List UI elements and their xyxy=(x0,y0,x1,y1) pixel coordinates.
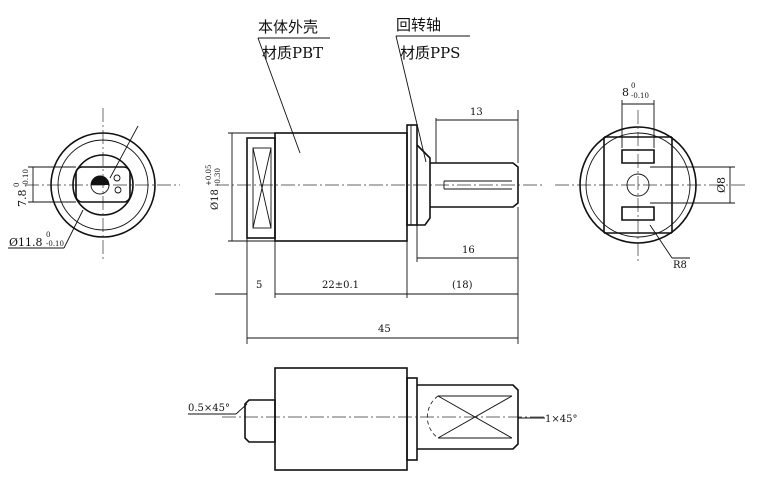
dimension-dia-11.8: Ø11.8 0 -0.10 xyxy=(9,231,64,249)
dim-7.8-lower: -0.10 xyxy=(22,169,30,187)
housing-callout: 本体外壳 材质PBT xyxy=(257,18,330,154)
left-end-view xyxy=(8,108,180,262)
dim-dia-11.8-value: Ø11.8 xyxy=(9,236,43,249)
main-view-dimensions: 13 16 5 22±0.1 (18) 45 Ø18 +0.05 -0.30 xyxy=(205,107,483,335)
dim-dia-18-lower: -0.30 xyxy=(214,168,222,186)
dim-18-ref: (18) xyxy=(452,280,473,291)
main-side-view xyxy=(215,110,545,344)
dim-r8: R8 xyxy=(673,260,687,271)
dim-dia-8: Ø8 xyxy=(715,177,728,193)
dim-16: 16 xyxy=(462,245,475,256)
dim-chamfer-1: 1×45° xyxy=(545,414,577,425)
dim-22: 22±0.1 xyxy=(322,280,359,291)
shaft-name-label: 回转轴 xyxy=(396,16,441,34)
dim-dia-18-upper: +0.05 xyxy=(205,165,213,186)
bottom-view xyxy=(188,367,545,471)
shaft-material-label: 材质PPS xyxy=(400,44,460,62)
dim-45: 45 xyxy=(378,324,391,335)
dim-5: 5 xyxy=(256,280,262,291)
dim-chamfer-0.5: 0.5×45° xyxy=(188,403,230,414)
housing-material-label: 材质PBT xyxy=(262,44,323,62)
shaft-callout: 回转轴 材质PPS xyxy=(395,16,470,163)
dim-dia-11.8-upper: 0 xyxy=(46,231,50,239)
dim-13: 13 xyxy=(470,107,483,118)
bottom-view-dimensions: 0.5×45° 1×45° xyxy=(188,403,577,425)
right-view-dimensions: 8 0 -0.10 Ø8 R8 xyxy=(622,82,728,271)
dim-dia-11.8-lower: -0.10 xyxy=(46,240,64,248)
dim-7.8-upper: 0 xyxy=(13,183,21,187)
right-end-view xyxy=(555,100,745,262)
housing-name-label: 本体外壳 xyxy=(258,18,318,36)
dim-dia-18-value: Ø18 xyxy=(210,189,221,210)
dim-flat-8-value: 8 xyxy=(622,86,629,99)
dim-flat-8-lower: -0.10 xyxy=(631,92,649,100)
dimension-7.8: 7.8 0 -0.10 xyxy=(13,169,30,207)
dim-flat-8-upper: 0 xyxy=(631,82,635,90)
dim-7.8-value: 7.8 xyxy=(16,190,29,208)
